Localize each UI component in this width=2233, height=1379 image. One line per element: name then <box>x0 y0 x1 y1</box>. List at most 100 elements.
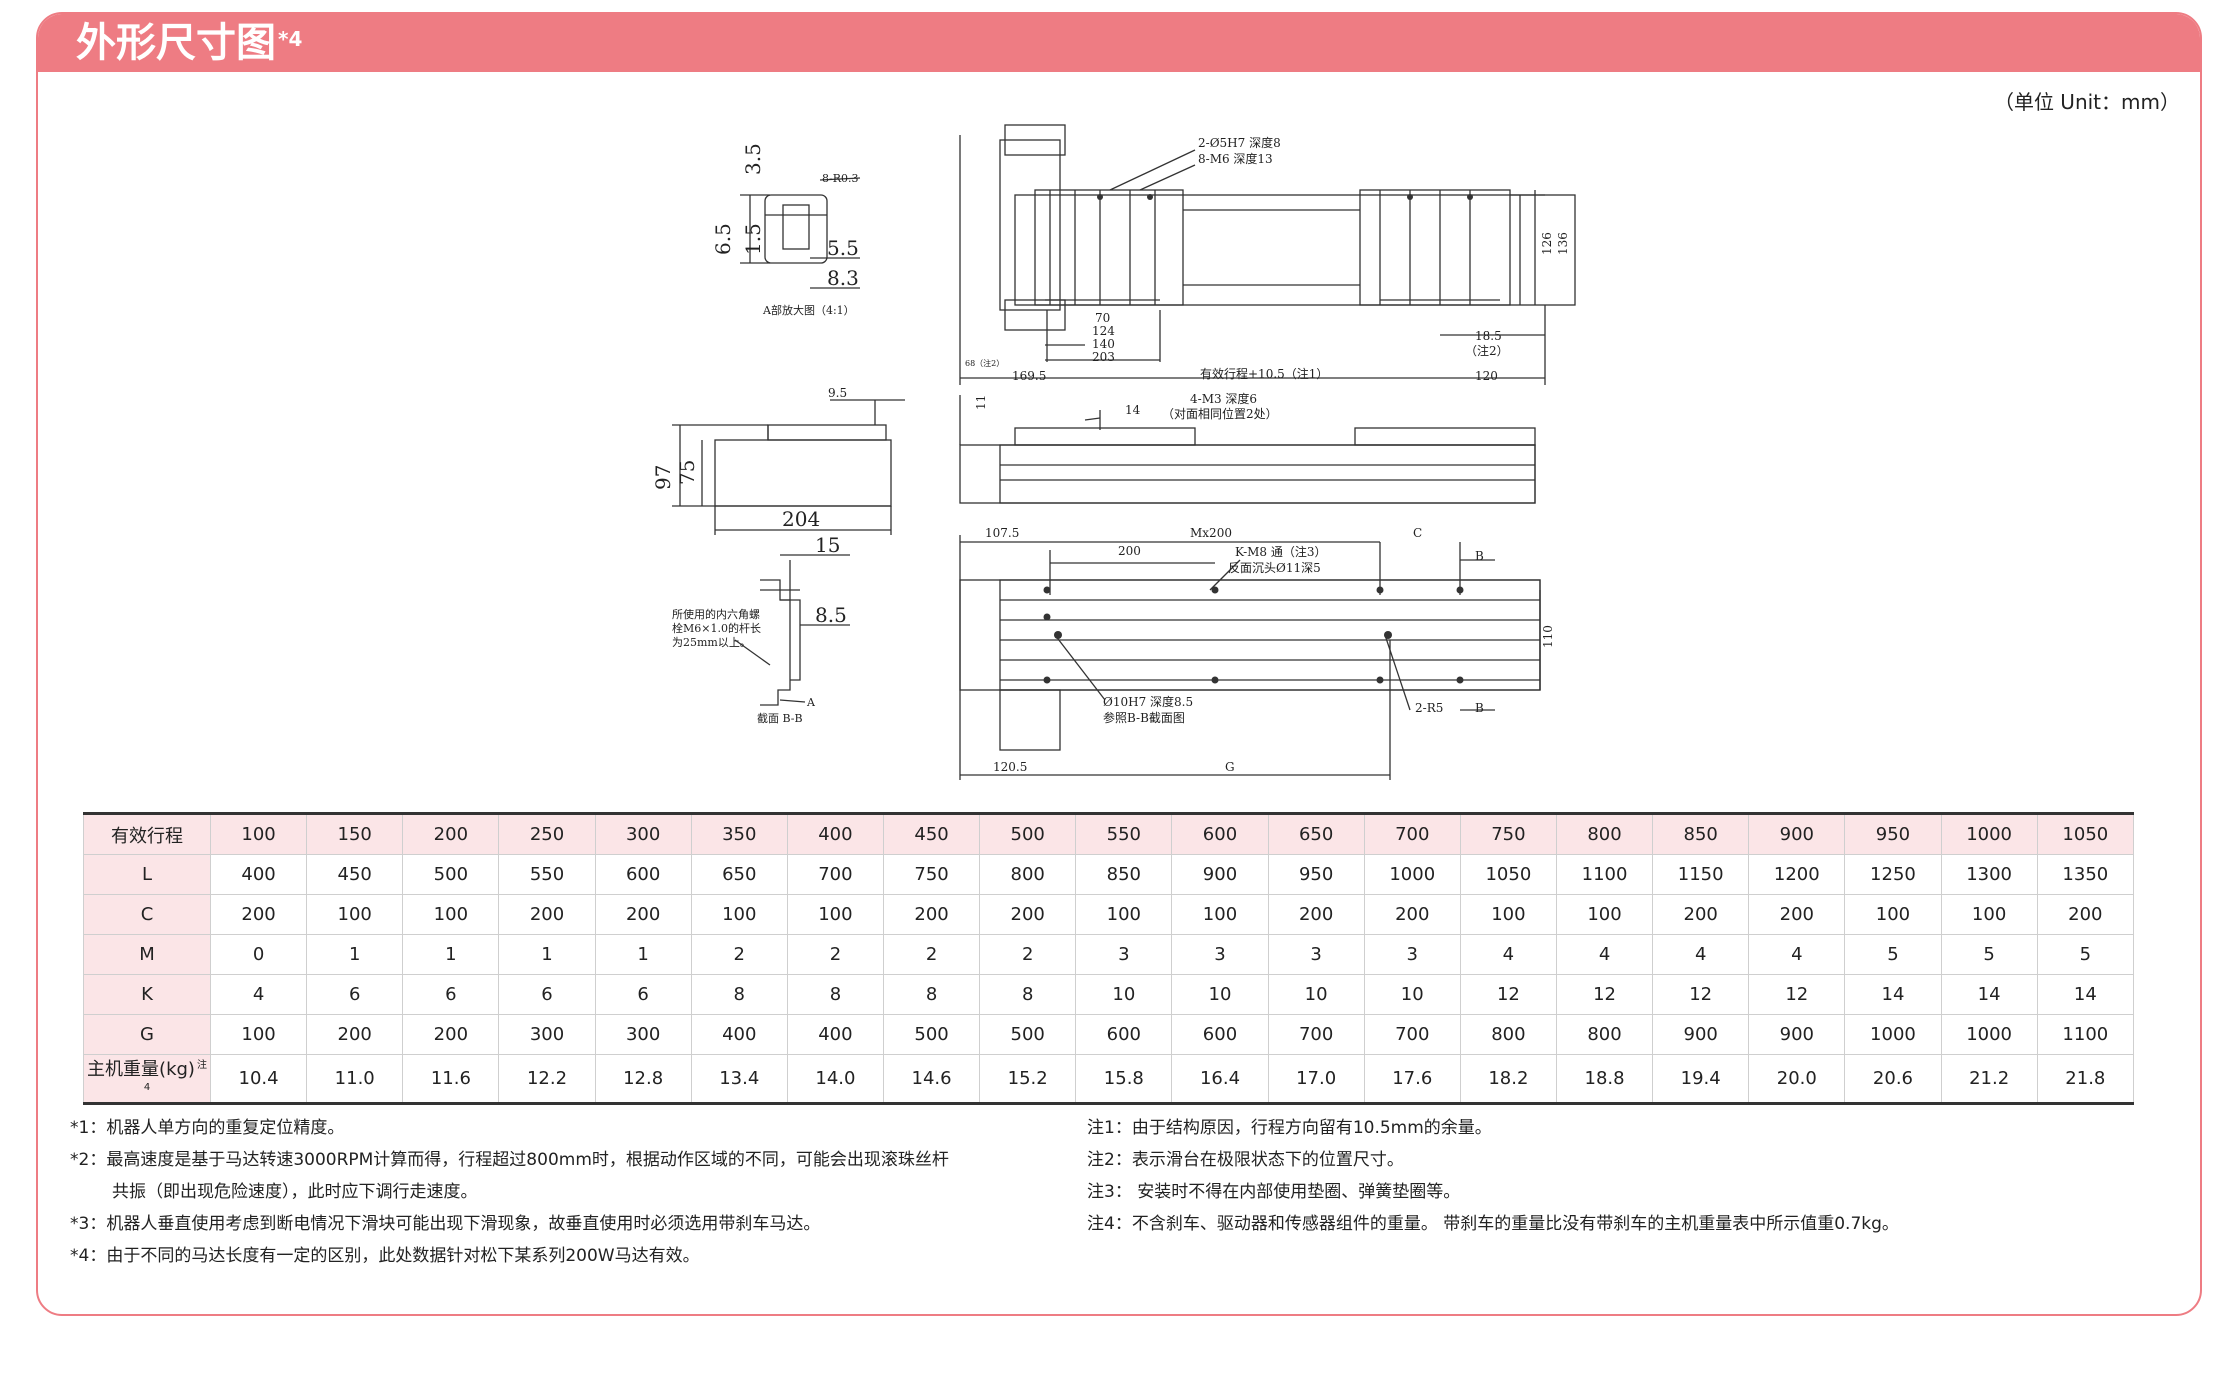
table-cell: 10 <box>1171 974 1269 1015</box>
detail-a-dim-8-3: 8.3 <box>827 266 859 290</box>
table-cell: 800 <box>1555 812 1654 855</box>
table-cell: 10.4 <box>209 1054 308 1105</box>
top-dim-126: 126 <box>1540 232 1554 255</box>
table-cell: 450 <box>882 812 981 855</box>
table-cell: 700 <box>1267 1014 1365 1055</box>
table-cell: 900 <box>1652 1014 1750 1055</box>
row-header-mark: 注4 <box>143 1060 207 1093</box>
table-cell: 6 <box>594 974 692 1015</box>
table-cell: 17.6 <box>1363 1054 1461 1105</box>
table-cell: 200 <box>1748 894 1846 935</box>
table-cell: 12.8 <box>594 1054 692 1105</box>
table-cell: 100 <box>1075 894 1173 935</box>
detail-a-view <box>740 177 861 289</box>
table-cell: 11.0 <box>306 1054 404 1105</box>
detail-a-dim-6-5: 6.5 <box>711 223 735 255</box>
bottom-label-b-top: B <box>1475 549 1484 563</box>
table-cell: 750 <box>882 854 981 895</box>
table-cell: 6 <box>498 974 596 1015</box>
section-note-line2: 栓M6×1.0的杆长 <box>672 621 761 635</box>
table-cell: 100 <box>1940 894 2038 935</box>
table-cell: 10 <box>1075 974 1173 1015</box>
top-dim-140: 140 <box>1092 337 1115 351</box>
table-cell: 1 <box>594 934 692 975</box>
table-cell: 1150 <box>1652 854 1750 895</box>
table-cell: 200 <box>882 894 981 935</box>
table-cell: 900 <box>1171 854 1269 895</box>
bottom-slot: 2-R5 <box>1415 701 1443 715</box>
table-cell: 350 <box>690 812 788 855</box>
table-cell: 200 <box>402 812 500 855</box>
table-cell: 300 <box>594 812 692 855</box>
table-cell: 2 <box>979 934 1077 975</box>
table-cell: 2 <box>690 934 788 975</box>
table-cell: 8 <box>690 974 788 1015</box>
table-cell: 200 <box>1363 894 1461 935</box>
table-cell: 1050 <box>1459 854 1557 895</box>
bottom-counterbore: 反面沉头Ø11深5 <box>1228 561 1321 575</box>
table-cell: 12 <box>1652 974 1750 1015</box>
bottom-dim-120-5: 120.5 <box>993 760 1027 774</box>
table-cell: 17.0 <box>1267 1054 1365 1105</box>
table-cell: 1100 <box>2036 1014 2135 1055</box>
row-header: 有效行程 <box>83 812 211 855</box>
row-header: G <box>83 1014 211 1055</box>
top-stroke-label: 有效行程+10.5（注1） <box>1200 366 1328 381</box>
table-cell: 15.8 <box>1075 1054 1173 1105</box>
section-dim-15: 15 <box>815 533 840 557</box>
top-taps: 8-M6 深度13 <box>1198 151 1273 166</box>
table-cell: 800 <box>979 854 1077 895</box>
bottom-view <box>959 535 1541 780</box>
table-cell: 750 <box>1459 812 1557 855</box>
table-cell: 1 <box>402 934 500 975</box>
mounting-holes <box>1043 194 1473 684</box>
table-cell: 5 <box>1844 934 1942 975</box>
top-dim-169-5: 169.5 <box>1012 369 1046 383</box>
front-m3-note: （对面相同位置2处） <box>1162 406 1278 421</box>
bottom-dim-107-5: 107.5 <box>985 526 1019 540</box>
section-caption: 截面 B-B <box>757 711 803 725</box>
title-footnote-mark: *4 <box>278 27 303 51</box>
top-dim-120: 120 <box>1475 369 1498 383</box>
note-left-3: *3：机器人垂直使用考虑到断电情况下滑块可能出现下滑现象，故垂直使用时必须选用带… <box>70 1214 821 1234</box>
table-cell: 5 <box>1940 934 2038 975</box>
table-cell: 100 <box>1555 894 1654 935</box>
bottom-dim-mx200: Mx200 <box>1190 526 1232 540</box>
table-cell: 12 <box>1748 974 1846 1015</box>
note-left-2: *2：最高速度是基于马达转速3000RPM计算而得，行程超过800mm时，根据动… <box>70 1150 949 1170</box>
bottom-dim-g: G <box>1225 760 1235 774</box>
table-cell: 1000 <box>1940 1014 2038 1055</box>
table-cell: 450 <box>306 854 404 895</box>
row-header-label: M <box>139 944 155 965</box>
table-cell: 4 <box>1652 934 1750 975</box>
top-dim-70: 70 <box>1095 311 1110 325</box>
section-note-line3: 为25mm以上。 <box>672 636 751 649</box>
row-header: L <box>83 854 211 895</box>
table-cell: 550 <box>1075 812 1173 855</box>
table-cell: 12.2 <box>498 1054 596 1105</box>
table-cell: 600 <box>1171 1014 1269 1055</box>
row-header-label: L <box>141 864 153 885</box>
table-cell: 600 <box>594 854 692 895</box>
section-dim-8-5: 8.5 <box>815 603 847 627</box>
table-cell: 200 <box>402 1014 500 1055</box>
bottom-pin-hole: Ø10H7 深度8.5 <box>1103 694 1193 709</box>
table-cell: 200 <box>1267 894 1365 935</box>
top-view <box>959 124 1576 385</box>
page-title: 外形尺寸图*4 <box>76 20 303 66</box>
table-cell: 18.2 <box>1459 1054 1557 1105</box>
table-cell: 14 <box>1940 974 2038 1015</box>
note-right-1: 注1：由于结构原因，行程方向留有10.5mm的余量。 <box>1087 1118 1492 1138</box>
table-cell: 12 <box>1459 974 1557 1015</box>
table-cell: 1 <box>306 934 404 975</box>
table-cell: 100 <box>1171 894 1269 935</box>
table-cell: 950 <box>1267 854 1365 895</box>
table-cell: 21.8 <box>2036 1054 2135 1105</box>
table-cell: 8 <box>979 974 1077 1015</box>
